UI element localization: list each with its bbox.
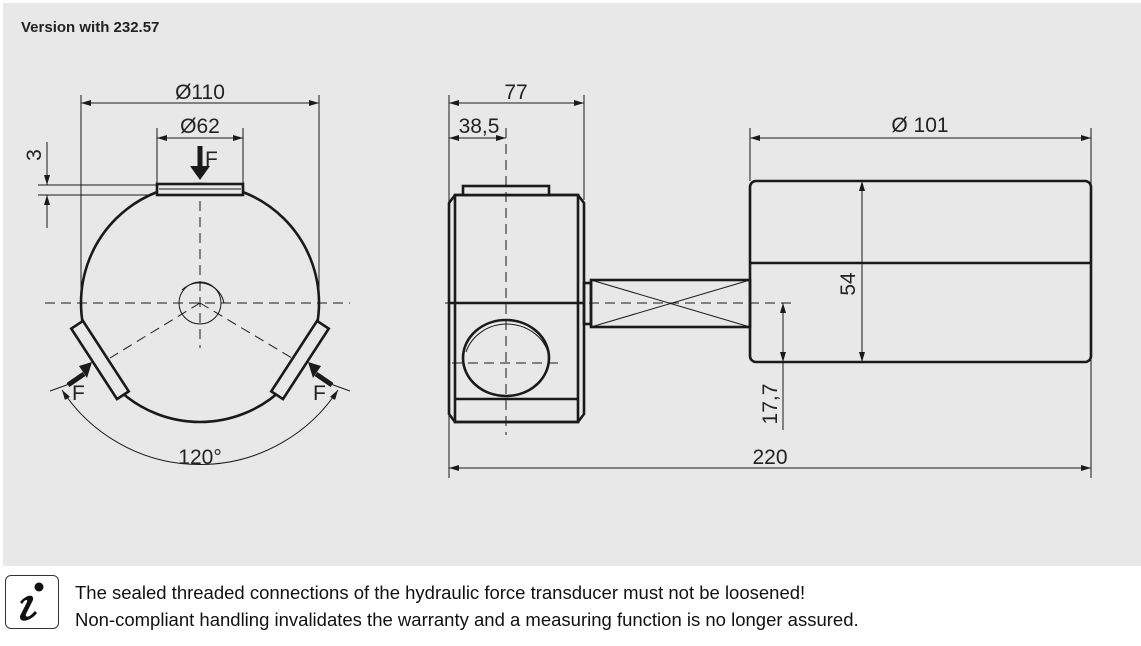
dim-w77: 77: [504, 81, 527, 104]
indicator-housing: [748, 179, 1093, 364]
front-view: Ø110 Ø62 3 F F F 120°: [23, 81, 351, 469]
dim-w38-5: 38,5: [459, 115, 500, 138]
dim-d110: Ø110: [175, 81, 225, 104]
dim-d101: Ø 101: [891, 114, 948, 137]
warning-note: The sealed threaded connections of the h…: [75, 579, 859, 633]
force-label-right: F: [313, 382, 326, 405]
note-line-2: Non-compliant handling invalidates the w…: [75, 609, 859, 630]
force-arrow-top: [190, 146, 210, 180]
force-label-top: F: [205, 148, 218, 171]
dim-thickness-3: 3: [23, 149, 46, 161]
note-line-1: The sealed threaded connections of the h…: [75, 582, 806, 603]
technical-drawing: Ø110 Ø62 3 F F F 120°: [23, 81, 1093, 478]
force-label-left: F: [72, 382, 85, 405]
dim-h54: 54: [837, 272, 860, 296]
drawing-panel: [3, 3, 1141, 566]
center-bore: [178, 281, 222, 325]
dim-d62: Ø62: [180, 115, 220, 138]
side-view: 77 38,5 Ø 101 54 17,7 220: [445, 81, 1093, 478]
drawing-title: Version with 232.57: [21, 19, 160, 36]
dim-h17-7: 17,7: [759, 384, 782, 425]
dim-l220: 220: [752, 446, 787, 469]
info-icon: [5, 575, 59, 629]
dim-angle-120: 120°: [178, 446, 221, 469]
